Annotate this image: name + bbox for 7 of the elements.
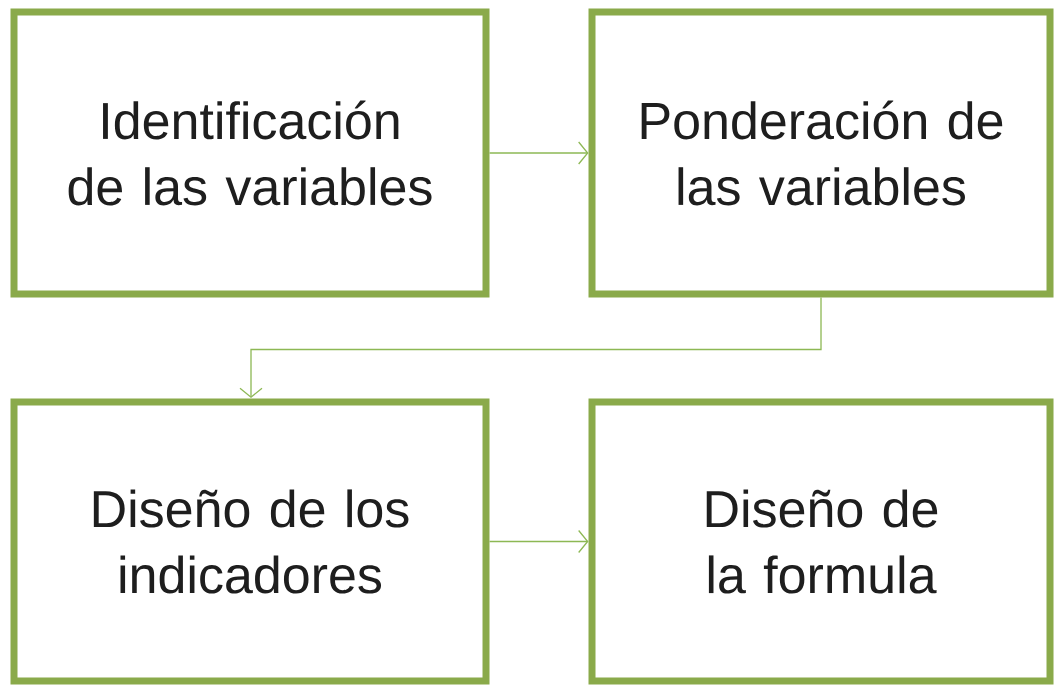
arrow <box>488 141 589 165</box>
arrow <box>239 296 822 398</box>
process-box: Diseño de los indicadores <box>10 398 490 685</box>
process-box: Identificación de las variables <box>10 8 490 298</box>
process-box: Ponderación de las variables <box>588 8 1054 298</box>
arrow <box>488 529 589 554</box>
process-box: Diseño de la formula <box>588 398 1054 685</box>
